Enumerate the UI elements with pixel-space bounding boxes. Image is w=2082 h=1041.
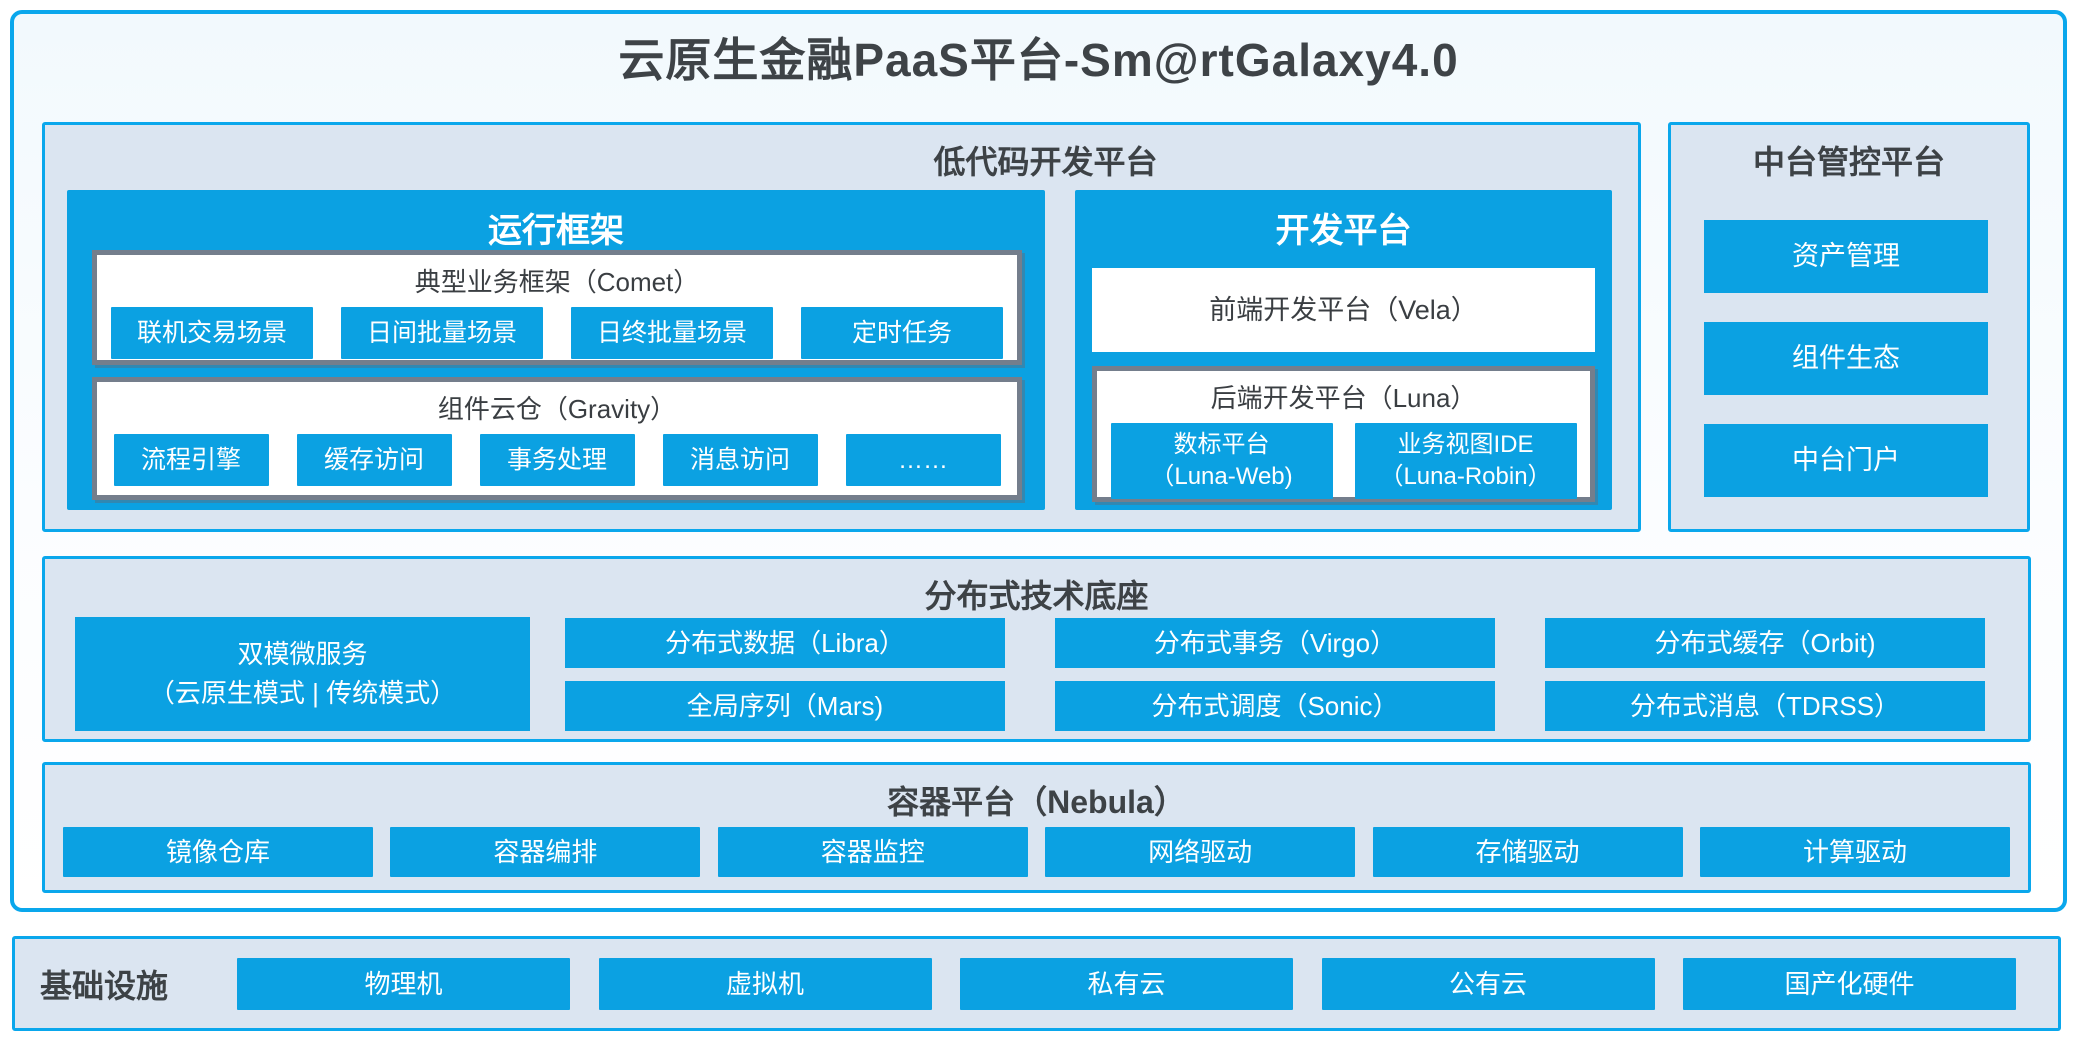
gravity-title: 组件云仓（Gravity） [437, 394, 677, 424]
dual-mode-microservice-box: 双模微服务 （云原生模式 | 传统模式） [75, 617, 530, 731]
container-item-compute-driver: 计算驱动 [1699, 827, 2010, 877]
container-item-monitoring: 容器监控 [717, 827, 1028, 877]
comet-items-row: 联机交易场景 日间批量场景 日终批量场景 定时任务 [97, 307, 1017, 359]
dist-item-cache-orbit: 分布式缓存（Orbit) [1545, 618, 1985, 668]
dev-platform-panel: 开发平台 前端开发平台（Vela） 后端开发平台（Luna） 数标平台 （Lun… [1075, 190, 1612, 510]
luna-title: 后端开发平台（Luna） [1210, 383, 1477, 413]
middle-platform-panel: 中台管控平台 资产管理 组件生态 中台门户 [1668, 122, 2030, 532]
gravity-item-ellipsis: …… [845, 434, 1001, 486]
luna-web-line2: （Luna-Web) [1150, 463, 1293, 490]
dist-item-data-libra: 分布式数据（Libra） [565, 618, 1005, 668]
comet-item-online-trading: 联机交易场景 [111, 307, 313, 359]
infrastructure-items-row: 物理机 虚拟机 私有云 公有云 国产化硬件 [237, 958, 2016, 1010]
luna-item-data-standard-platform: 数标平台 （Luna-Web) [1110, 423, 1333, 499]
dual-mode-line1: 双模微服务 [237, 639, 368, 669]
page-title: 云原生金融PaaS平台-Sm@rtGalaxy4.0 [618, 34, 1459, 86]
infrastructure-panel: 基础设施 物理机 虚拟机 私有云 公有云 国产化硬件 [12, 936, 2061, 1031]
container-items-row: 镜像仓库 容器编排 容器监控 网络驱动 存储驱动 计算驱动 [63, 827, 2010, 877]
dist-item-message-tdrss: 分布式消息（TDRSS） [1545, 681, 1985, 731]
container-platform-title: 容器平台（Nebula） [887, 784, 1186, 820]
infra-item-domestic-hardware: 国产化硬件 [1683, 958, 2016, 1010]
container-platform-panel: 容器平台（Nebula） 镜像仓库 容器编排 容器监控 网络驱动 存储驱动 计算… [42, 762, 2031, 893]
infra-item-private-cloud: 私有云 [960, 958, 1293, 1010]
comet-business-framework-box: 典型业务框架（Comet） 联机交易场景 日间批量场景 日终批量场景 定时任务 [92, 250, 1022, 365]
comet-item-scheduled-task: 定时任务 [801, 307, 1003, 359]
luna-robin-line2: （Luna-Robin） [1379, 463, 1552, 490]
lowcode-platform-panel: 低代码开发平台 运行框架 典型业务框架（Comet） 联机交易场景 日间批量场景… [42, 122, 1641, 532]
comet-title: 典型业务框架（Comet） [414, 267, 700, 297]
infra-item-virtual-machine: 虚拟机 [598, 958, 932, 1010]
dist-item-sequence-mars: 全局序列（Mars) [565, 681, 1005, 731]
dev-platform-title: 开发平台 [1275, 212, 1412, 250]
gravity-item-message-access: 消息访问 [662, 434, 818, 486]
middle-item-asset-management: 资产管理 [1704, 220, 1988, 293]
distributed-base-title: 分布式技术底座 [924, 578, 1149, 614]
container-item-network-driver: 网络驱动 [1045, 827, 1356, 877]
infra-item-public-cloud: 公有云 [1321, 958, 1655, 1010]
comet-item-endofday-batch: 日终批量场景 [571, 307, 773, 359]
dist-item-transaction-virgo: 分布式事务（Virgo） [1055, 618, 1495, 668]
lowcode-platform-title: 低代码开发平台 [933, 144, 1158, 180]
dual-mode-line2: （云原生模式 | 传统模式） [148, 678, 457, 708]
gravity-item-process-engine: 流程引擎 [113, 434, 269, 486]
luna-web-line1: 数标平台 [1173, 430, 1270, 458]
container-item-storage-driver: 存储驱动 [1372, 827, 1683, 877]
middle-item-portal: 中台门户 [1704, 424, 1988, 497]
comet-item-daytime-batch: 日间批量场景 [341, 307, 543, 359]
middle-item-component-ecosystem: 组件生态 [1704, 322, 1988, 395]
gravity-item-cache-access: 缓存访问 [296, 434, 452, 486]
runtime-framework-title: 运行框架 [488, 212, 624, 250]
vela-frontend-platform-box: 前端开发平台（Vela） [1092, 268, 1595, 352]
gravity-items-row: 流程引擎 缓存访问 事务处理 消息访问 …… [97, 434, 1017, 486]
infra-item-physical-machine: 物理机 [237, 958, 570, 1010]
gravity-component-warehouse-box: 组件云仓（Gravity） 流程引擎 缓存访问 事务处理 消息访问 …… [92, 377, 1022, 500]
luna-item-business-view-ide: 业务视图IDE （Luna-Robin） [1354, 423, 1577, 499]
runtime-framework-panel: 运行框架 典型业务框架（Comet） 联机交易场景 日间批量场景 日终批量场景 … [67, 190, 1045, 510]
infrastructure-title: 基础设施 [40, 967, 169, 1004]
gravity-item-transaction-processing: 事务处理 [479, 434, 635, 486]
luna-robin-line1: 业务视图IDE [1397, 430, 1534, 458]
distributed-base-panel: 分布式技术底座 双模微服务 （云原生模式 | 传统模式） 分布式数据（Libra… [42, 556, 2031, 742]
middle-platform-title: 中台管控平台 [1752, 144, 1945, 180]
container-item-image-registry: 镜像仓库 [63, 827, 373, 877]
luna-backend-platform-box: 后端开发平台（Luna） 数标平台 （Luna-Web) 业务视图IDE （Lu… [1092, 366, 1595, 502]
container-item-orchestration: 容器编排 [390, 827, 701, 877]
dist-item-scheduling-sonic: 分布式调度（Sonic） [1055, 681, 1495, 731]
luna-items-row: 数标平台 （Luna-Web) 业务视图IDE （Luna-Robin） [1097, 423, 1590, 499]
